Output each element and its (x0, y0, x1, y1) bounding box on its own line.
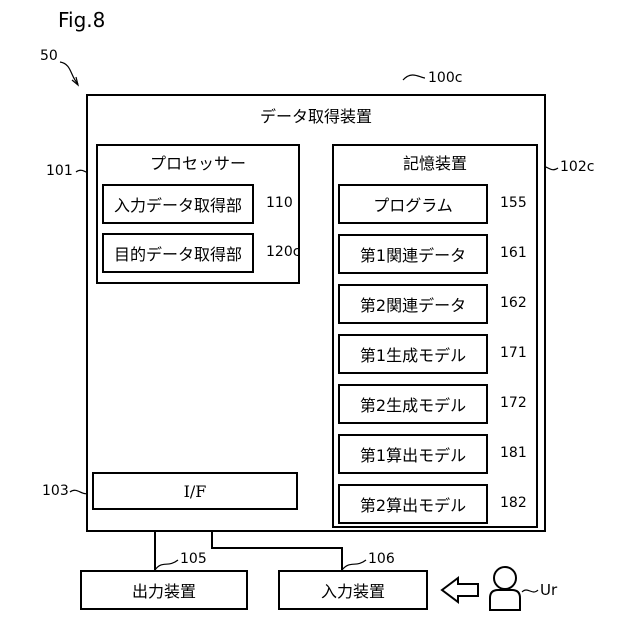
storage-item-label: 第2算出モデル (360, 492, 466, 516)
input-device-box: 入力装置 (278, 570, 428, 610)
storage-item-label: 第1算出モデル (360, 442, 466, 466)
target-data-acquisition-unit-label: 目的データ取得部 (114, 241, 242, 265)
user-icon (490, 567, 520, 610)
input-data-acquisition-unit: 入力データ取得部 (102, 184, 254, 224)
interface-ref: 103 (42, 483, 69, 499)
system-ref-arrow (60, 62, 78, 84)
storage-item-label: 第1関連データ (360, 242, 466, 266)
input-ref-leader (342, 560, 366, 570)
interface-label: I/F (184, 482, 207, 501)
storage-ref: 102c (560, 159, 594, 175)
target-data-acquisition-unit: 目的データ取得部 (102, 233, 254, 273)
storage-item-label: 第1生成モデル (360, 342, 466, 366)
interface-box: I/F (92, 472, 298, 510)
storage-item-label: プログラム (373, 192, 453, 216)
storage-item-ref: 172 (500, 395, 527, 411)
storage-item-second-generation-model: 第2生成モデル (338, 384, 488, 424)
storage-item-label: 第2関連データ (360, 292, 466, 316)
storage-title: 記憶装置 (332, 151, 538, 173)
storage-item-ref: 162 (500, 295, 527, 311)
output-device-box: 出力装置 (80, 570, 248, 610)
output-device-ref: 105 (180, 551, 207, 567)
storage-item-second-calculation-model: 第2算出モデル (338, 484, 488, 524)
input-device-label: 入力装置 (321, 578, 385, 602)
storage-item-program: プログラム (338, 184, 488, 224)
output-device-label: 出力装置 (132, 578, 196, 602)
storage-item-ref: 181 (500, 445, 527, 461)
storage-item-second-related-data: 第2関連データ (338, 284, 488, 324)
input-device-ref: 106 (368, 551, 395, 567)
device-title: データ取得装置 (86, 104, 546, 126)
input-data-acquisition-unit-ref: 110 (266, 195, 293, 211)
user-ref: Ur (540, 581, 557, 599)
system-ref: 50 (40, 48, 58, 64)
device-ref-leader (403, 75, 425, 80)
storage-item-ref: 155 (500, 195, 527, 211)
storage-item-first-related-data: 第1関連データ (338, 234, 488, 274)
input-arrow-icon (442, 578, 478, 602)
processor-title: プロセッサー (96, 151, 300, 173)
device-ref: 100c (428, 70, 462, 86)
figure-label: Fig.8 (58, 8, 105, 32)
processor-ref: 101 (46, 163, 73, 179)
storage-item-label: 第2生成モデル (360, 392, 466, 416)
storage-item-ref: 182 (500, 495, 527, 511)
storage-item-first-calculation-model: 第1算出モデル (338, 434, 488, 474)
storage-item-ref: 171 (500, 345, 527, 361)
input-data-acquisition-unit-label: 入力データ取得部 (114, 192, 242, 216)
storage-item-ref: 161 (500, 245, 527, 261)
storage-item-first-generation-model: 第1生成モデル (338, 334, 488, 374)
output-ref-leader (155, 560, 178, 570)
target-data-acquisition-unit-ref: 120c (266, 244, 300, 260)
